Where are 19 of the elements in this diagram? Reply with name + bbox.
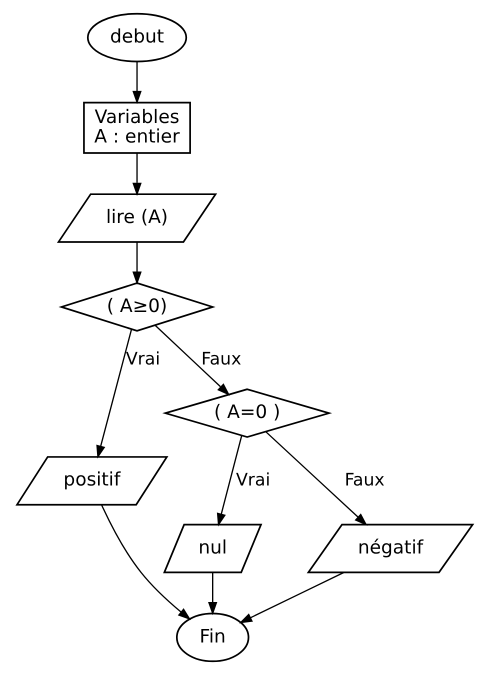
arrow: [132, 62, 142, 104]
node-ellipse: debut: [86, 12, 187, 62]
arrow: [216, 436, 242, 527]
arrow: [238, 572, 344, 624]
edge-label: Faux: [344, 470, 384, 490]
edge-label: Faux: [200, 350, 241, 370]
arrow: [154, 324, 230, 396]
arrow: [132, 242, 142, 285]
arrow: [100, 504, 191, 620]
arrow: [208, 572, 217, 616]
arrow: [132, 153, 142, 196]
node-diamond: ( A=0 ): [162, 388, 332, 438]
arrow: [264, 431, 367, 526]
edge-label: Vrai: [236, 470, 270, 490]
edge-label: Vrai: [125, 350, 160, 370]
arrow: [96, 329, 132, 459]
node-ellipse: Fin: [175, 612, 249, 662]
node-box: Variables A : entier: [82, 102, 190, 154]
node-diamond: ( A≥0): [58, 282, 215, 332]
